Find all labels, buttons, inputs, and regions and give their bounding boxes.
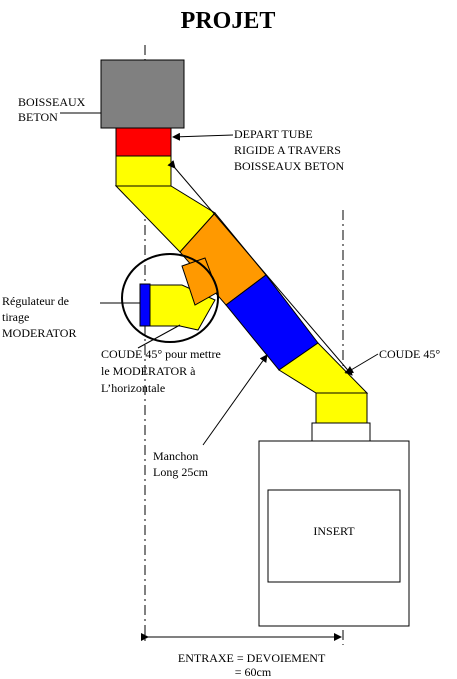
coude-moderator-line-2: le MODERATOR à [101,364,196,378]
coude45-pointer [345,353,379,374]
manchon-pointer [202,354,268,446]
regulateur-line-1: Régulateur de [2,294,69,308]
coude45-label: COUDE 45° [379,347,440,361]
regulateur-label: Régulateur de tirage MODERATOR [2,294,76,340]
insert-window [267,489,401,583]
coude-moderator-label: COUDE 45° pour mettre le MODERATOR à L’h… [101,347,224,395]
boisseaux-line-2: BETON [18,110,58,124]
coude-moderator-line-3: L’horizontale [101,381,165,395]
manchon-line-1: Manchon [153,449,198,463]
bottom-yellow-tube [315,392,368,424]
insert-collar [311,422,371,442]
depart-label: DEPART TUBE RIGIDE A TRAVERS BOISSEAUX B… [234,127,344,173]
moderator-regulator [139,283,151,327]
entraxe-label: ENTRAXE = DEVOIEMENT = 60cm [178,651,328,679]
depart-line-2: RIGIDE A TRAVERS [234,143,341,157]
depart-pointer [172,132,234,141]
diagonal-dimension-line [167,160,353,376]
red-departure-tube [115,127,172,157]
entraxe-line-1: ENTRAXE = DEVOIEMENT [178,651,326,665]
coude-moderator-pointer [137,324,181,349]
manchon-line-2: Long 25cm [153,465,209,479]
depart-line-1: DEPART TUBE [234,127,313,141]
coude-moderator-line-1: COUDE 45° pour mettre [101,347,221,361]
manchon-label: Manchon Long 25cm [153,449,209,479]
depart-line-3: BOISSEAUX BETON [234,159,344,173]
boisseaux-line-1: BOISSEAUX [18,95,86,109]
regulateur-line-3: MODERATOR [2,326,76,340]
boisseaux-label: BOISSEAUX BETON [18,95,88,124]
concrete-block [100,59,185,129]
insert-label: INSERT [313,524,355,538]
page-title: PROJET [181,8,276,34]
entraxe-line-2: = 60cm [235,665,272,679]
top-yellow-tube [115,155,172,187]
regulateur-line-2: tirage [2,310,29,324]
